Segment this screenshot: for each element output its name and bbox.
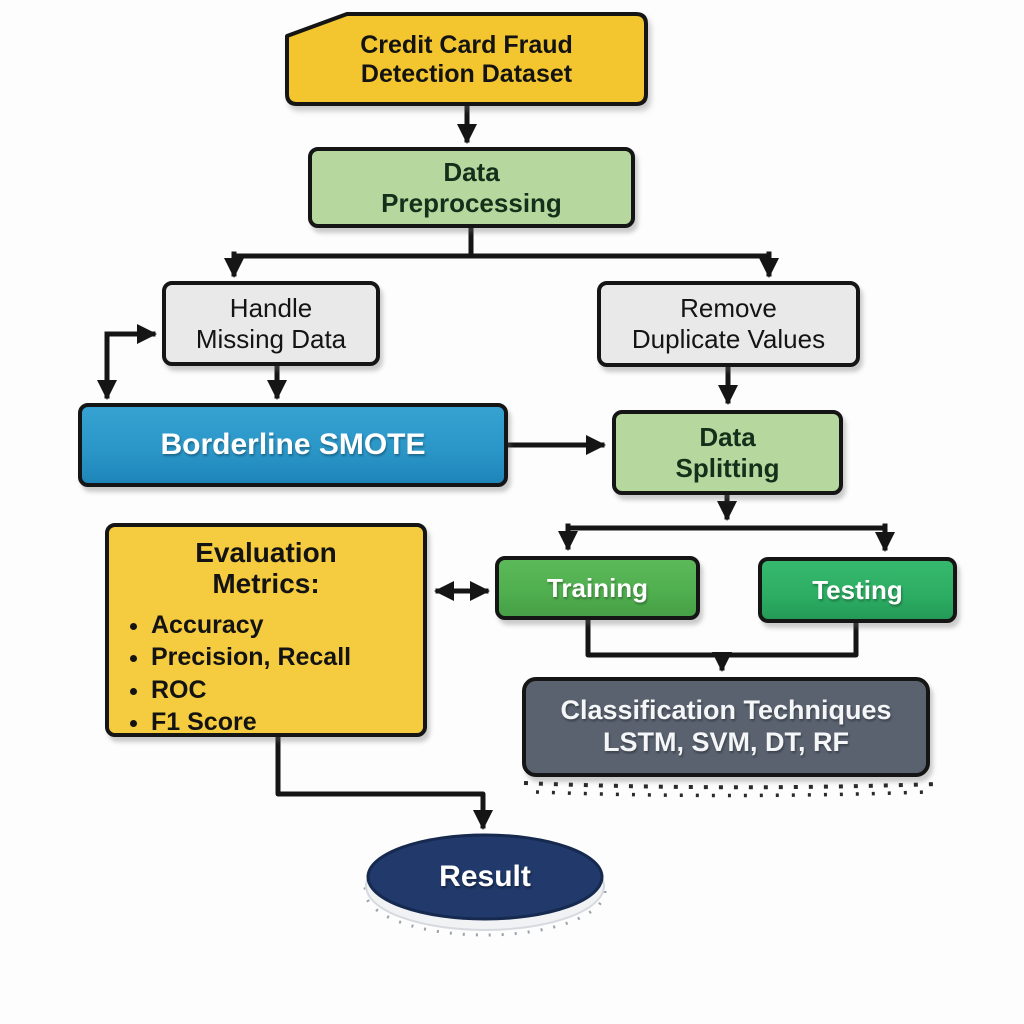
node-testing: Testing	[758, 557, 957, 623]
node-dataset: Credit Card Fraud Detection Dataset	[283, 12, 650, 108]
evaluation-bullet: ROC	[151, 676, 351, 706]
node-handle-missing-data: Handle Missing Data	[162, 281, 380, 366]
edge-evaluation-result	[275, 734, 493, 830]
dataset-label: Credit Card Fraud Detection Dataset	[360, 30, 573, 89]
node-preprocessing: Data Preprocessing	[308, 147, 635, 228]
node-result: Result	[439, 860, 531, 893]
classification-speckle-shadow	[523, 781, 937, 798]
dataset-shape	[285, 12, 648, 106]
result-ellipse-shape	[363, 833, 607, 937]
node-evaluation-metrics: Evaluation Metrics: Accuracy Precision, …	[105, 523, 427, 737]
evaluation-bullet-list: Accuracy Precision, Recall ROC F1 Score	[109, 608, 351, 741]
evaluation-title: Evaluation Metrics:	[195, 537, 337, 600]
edge-train-test-merge	[585, 617, 859, 658]
node-remove-duplicates: Remove Duplicate Values	[597, 281, 860, 367]
evaluation-bullet: Precision, Recall	[151, 643, 351, 673]
node-training: Training	[495, 556, 700, 620]
node-data-splitting: Data Splitting	[612, 410, 843, 495]
node-classification-techniques: Classification Techniques LSTM, SVM, DT,…	[522, 677, 930, 777]
node-borderline-smote: Borderline SMOTE	[78, 403, 508, 487]
evaluation-bullet: Accuracy	[151, 611, 351, 641]
evaluation-bullet: F1 Score	[151, 708, 351, 738]
